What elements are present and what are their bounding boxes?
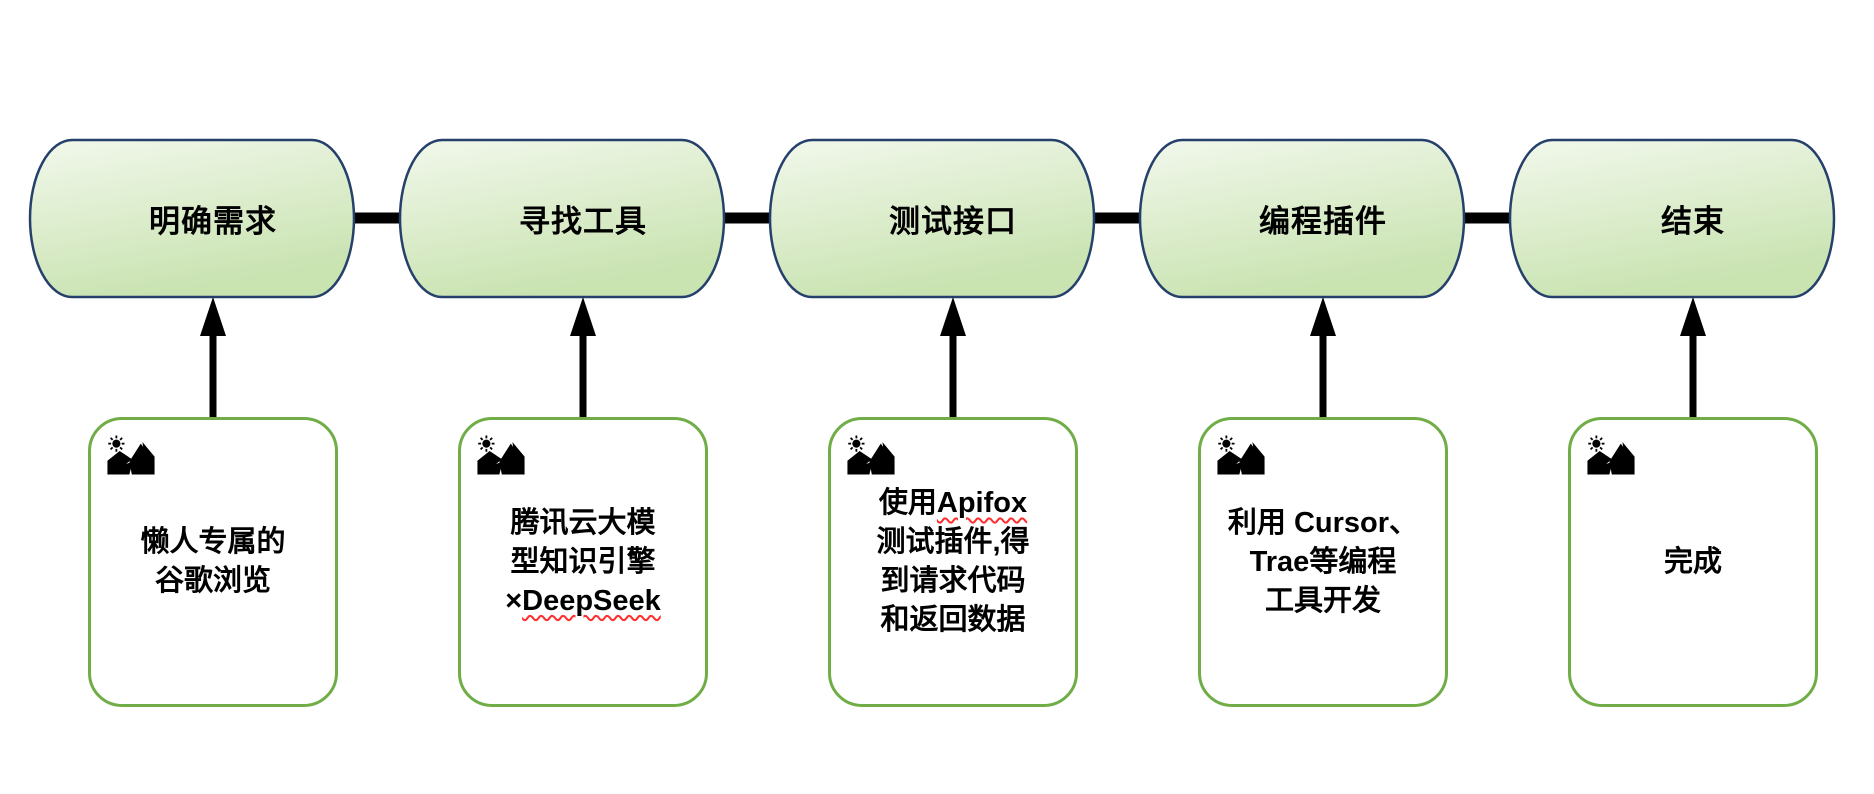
note-line: 懒人专属的: [140, 526, 286, 558]
note-line-prefix: ×: [505, 584, 523, 617]
stage-label-1: 明确需求: [149, 204, 277, 239]
note-text: 使用Apifox 测试插件,得 到请求代码 和返回数据: [839, 420, 1067, 704]
note-box-4: 利用 Cursor、 Trae等编程 工具开发: [1198, 417, 1448, 707]
note-line: 到请求代码: [880, 565, 1026, 597]
note-line: 和返回数据: [880, 604, 1026, 636]
spellcheck-underlined-word: Apifox: [936, 487, 1028, 519]
note-line: 型知识引擎: [510, 545, 656, 578]
stage-label-4: 编程插件: [1259, 204, 1387, 239]
note-box-1: 懒人专属的 谷歌浏览: [88, 417, 338, 707]
stage-shape-3: [768, 138, 1096, 299]
picture-mountains-sun-icon: [1587, 435, 1635, 475]
note-text: 完成: [1579, 420, 1807, 704]
note-box-5: 完成: [1568, 417, 1818, 707]
picture-mountains-sun-icon: [1217, 435, 1265, 475]
note-text: 懒人专属的 谷歌浏览: [99, 420, 327, 704]
stage-label-5: 结束: [1661, 204, 1725, 239]
note-line: 使用Apifox: [879, 484, 1027, 523]
note-line-prefix: 使用: [878, 487, 937, 519]
stage-shape-2: [398, 138, 726, 299]
stage-label-2: 寻找工具: [519, 204, 647, 239]
note-line: 利用 Cursor、: [1227, 506, 1419, 539]
arrow-up-2: [570, 297, 596, 417]
stage-shape-4: [1138, 138, 1466, 299]
note-line: ×DeepSeek: [505, 582, 661, 621]
stage-shape-5: [1508, 138, 1836, 299]
note-box-3: 使用Apifox 测试插件,得 到请求代码 和返回数据: [828, 417, 1078, 707]
note-line: 完成: [1663, 545, 1722, 578]
arrow-up-3: [940, 297, 966, 417]
arrow-up-1: [200, 297, 226, 417]
note-arrows: [200, 297, 1706, 417]
note-line: 测试插件,得: [876, 526, 1030, 558]
note-text: 腾讯云大模 型知识引擎 ×DeepSeek: [469, 420, 697, 704]
spellcheck-underlined-word: DeepSeek: [522, 584, 661, 617]
arrow-up-4: [1310, 297, 1336, 417]
note-box-2: 腾讯云大模 型知识引擎 ×DeepSeek: [458, 417, 708, 707]
note-line: 工具开发: [1264, 584, 1381, 617]
note-text: 利用 Cursor、 Trae等编程 工具开发: [1209, 420, 1437, 704]
note-line: Trae等编程: [1249, 545, 1397, 578]
arrow-up-5: [1680, 297, 1706, 417]
stage-shapes: [28, 138, 1836, 299]
picture-mountains-sun-icon: [107, 435, 155, 475]
picture-mountains-sun-icon: [477, 435, 525, 475]
note-line: 腾讯云大模: [510, 506, 656, 539]
stage-label-3: 测试接口: [889, 204, 1017, 239]
stage-shape-1: [28, 138, 356, 299]
note-line: 谷歌浏览: [154, 565, 271, 597]
picture-mountains-sun-icon: [847, 435, 895, 475]
